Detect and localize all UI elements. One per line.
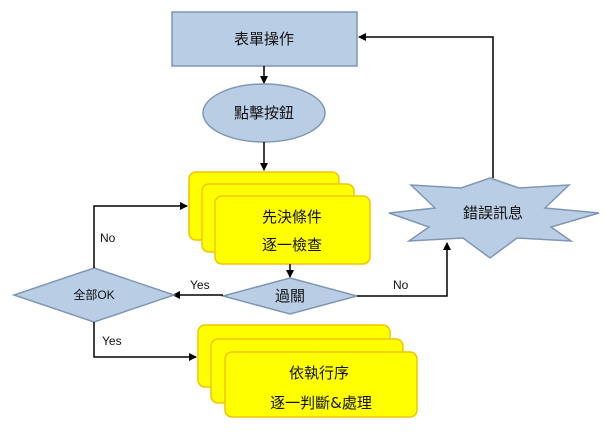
pass-yes-label: Yes xyxy=(190,278,210,292)
precondition-label-line1: 先決條件 xyxy=(262,208,322,226)
process-stack xyxy=(197,324,418,418)
arrow-allok-yes-to-process xyxy=(93,322,197,361)
error-message-star xyxy=(388,177,600,259)
arrow-allok-no-to-precondition xyxy=(93,202,188,268)
all-ok-label: 全部OK xyxy=(73,287,114,302)
allok-no-label: No xyxy=(100,231,116,245)
pass-label: 過關 xyxy=(275,287,305,305)
error-message-label: 錯誤訊息 xyxy=(463,204,523,222)
precondition-label-line2: 逐一檢查 xyxy=(262,236,322,254)
form-operation-label: 表單操作 xyxy=(234,30,294,48)
pass-no-label: No xyxy=(393,278,409,292)
allok-yes-label: Yes xyxy=(102,334,122,348)
form-operation-box xyxy=(171,11,358,67)
click-button-label: 點擊按鈕 xyxy=(234,104,294,122)
precondition-stack xyxy=(188,171,371,265)
process-label-line1: 依執行序 xyxy=(289,364,349,382)
arrow-pass-no-to-error xyxy=(357,242,451,297)
arrow-error-to-form xyxy=(358,33,494,178)
pass-diamond xyxy=(220,277,360,315)
process-label-line2: 逐一判斷&處理 xyxy=(270,394,372,412)
